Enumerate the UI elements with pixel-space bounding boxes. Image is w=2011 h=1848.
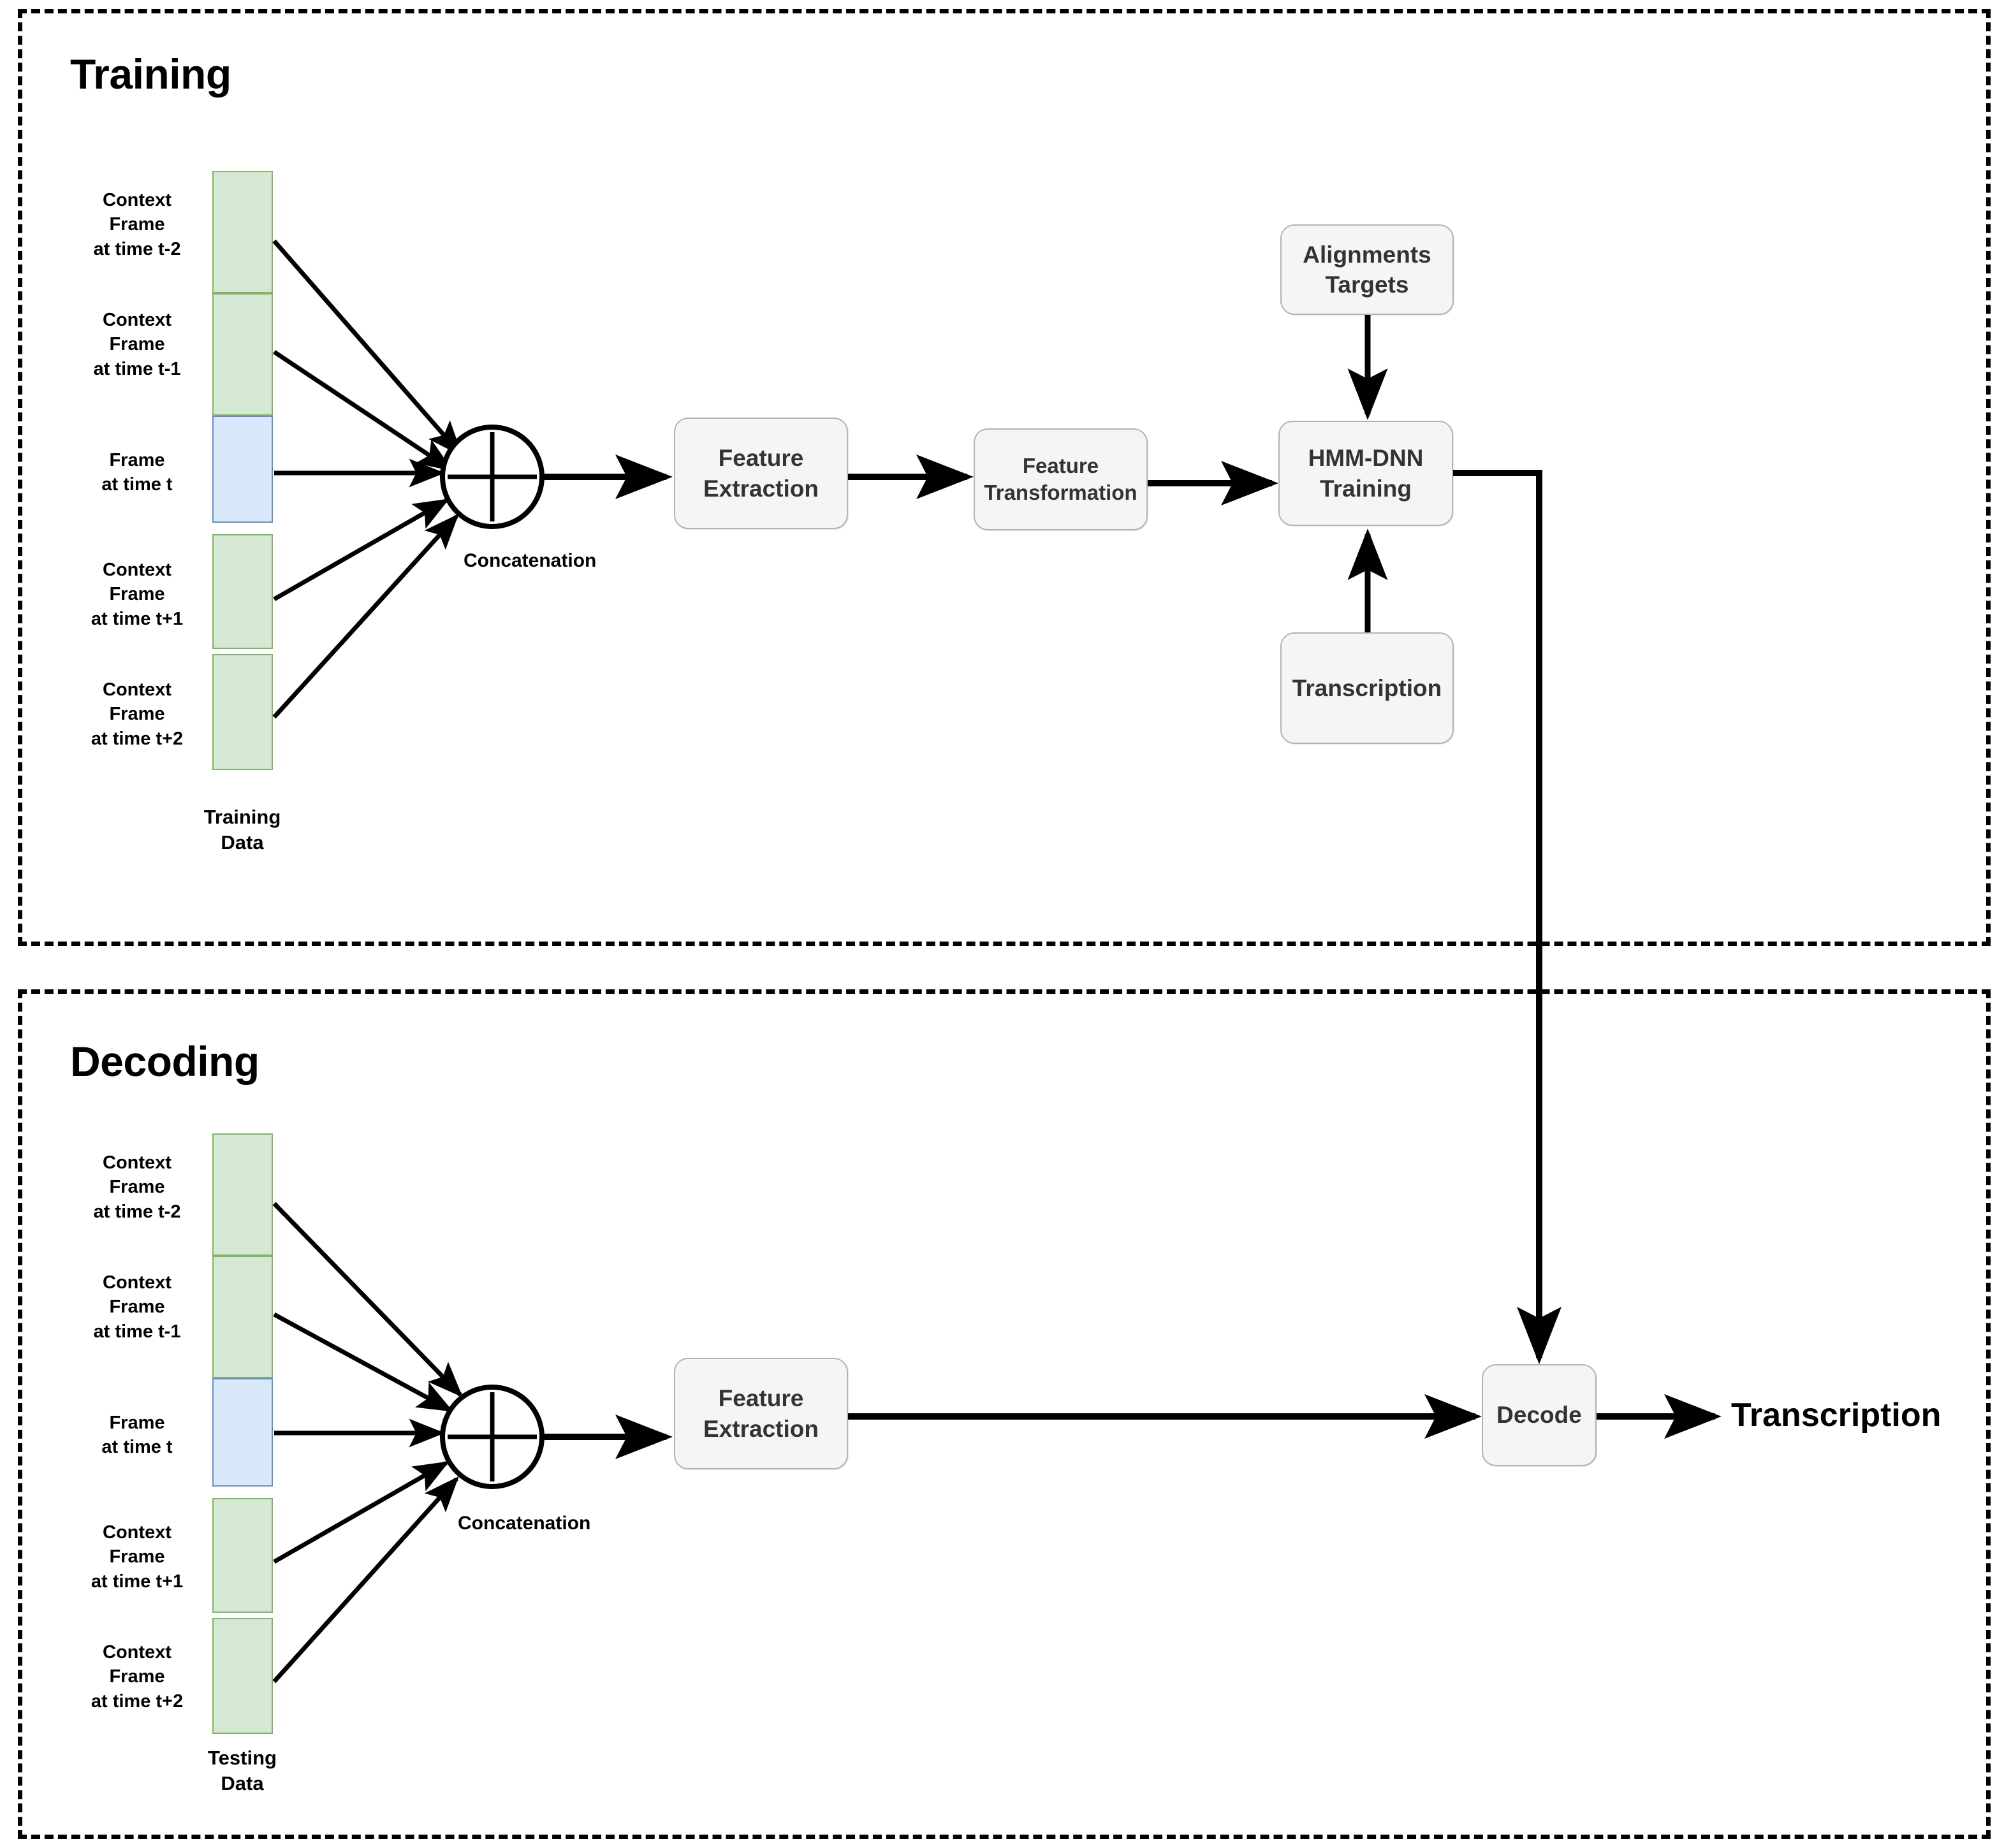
caption-line-1: Testing bbox=[208, 1747, 277, 1769]
label-line-1: Context bbox=[103, 310, 172, 330]
decoding-frame-cell-t-minus-2[interactable] bbox=[212, 1133, 273, 1256]
training-alignments-targets-box[interactable]: Alignments Targets bbox=[1280, 224, 1454, 315]
caption-line-1: Training bbox=[203, 806, 281, 828]
box-line-2: Training bbox=[1320, 475, 1412, 502]
training-feature-transformation-box[interactable]: Feature Transformation bbox=[974, 428, 1148, 530]
decoding-frame-label-t-minus-1: Context Frame at time t-1 bbox=[77, 1270, 198, 1344]
training-transcription-box[interactable]: Transcription bbox=[1280, 632, 1454, 744]
decoding-frame-label-t-plus-1: Context Frame at time t+1 bbox=[77, 1520, 198, 1594]
label-line-2: Frame bbox=[109, 704, 165, 725]
training-frame-label-t-plus-1: Context Frame at time t+1 bbox=[77, 558, 198, 631]
training-frame-label-t: Frame at time t bbox=[77, 448, 198, 497]
training-frame-cell-t-plus-2[interactable] bbox=[212, 654, 273, 770]
label-line-2: Frame bbox=[109, 1666, 165, 1687]
box-line-1: Alignments bbox=[1303, 241, 1431, 268]
decoding-frame-cell-t-plus-1[interactable] bbox=[212, 1498, 273, 1613]
label-line-3: at time t-2 bbox=[93, 1201, 181, 1222]
label-line-3: at time t-1 bbox=[93, 1321, 181, 1342]
training-feature-extraction-box[interactable]: Feature Extraction bbox=[674, 418, 848, 529]
training-frame-label-t-minus-1: Context Frame at time t-1 bbox=[77, 308, 198, 381]
label-line-3: at time t+1 bbox=[91, 1571, 184, 1592]
training-frame-cell-t-minus-1[interactable] bbox=[212, 293, 273, 416]
label-line-1: Context bbox=[103, 560, 172, 580]
box-line-2: Transformation bbox=[984, 481, 1137, 504]
label-line-1: Context bbox=[103, 1522, 172, 1543]
decoding-panel-title: Decoding bbox=[70, 1038, 260, 1085]
caption-line-2: Data bbox=[221, 831, 264, 854]
label-line-3: at time t+2 bbox=[91, 728, 184, 749]
training-panel bbox=[18, 9, 1991, 946]
label-line-2: Frame bbox=[109, 334, 165, 355]
box-line-1: HMM-DNN bbox=[1308, 445, 1424, 472]
decoding-concatenation-label: Concatenation bbox=[458, 1513, 591, 1534]
label-line-1: Frame bbox=[109, 450, 165, 470]
testing-data-caption: Testing Data bbox=[182, 1745, 303, 1797]
box-line-2: Targets bbox=[1325, 272, 1409, 298]
training-frame-label-t-plus-2: Context Frame at time t+2 bbox=[77, 678, 198, 751]
training-hmm-dnn-training-box[interactable]: HMM-DNN Training bbox=[1278, 421, 1453, 526]
training-data-caption: Training Data bbox=[182, 804, 303, 856]
training-concatenation-label: Concatenation bbox=[464, 550, 597, 571]
label-line-2: Frame bbox=[109, 1546, 165, 1568]
decoding-frame-label-t-minus-2: Context Frame at time t-2 bbox=[77, 1151, 198, 1224]
decoding-feature-extraction-box[interactable]: Feature Extraction bbox=[674, 1358, 848, 1469]
label-line-2: Frame bbox=[109, 1177, 165, 1198]
label-line-2: at time t bbox=[101, 474, 173, 495]
label-line-3: at time t-2 bbox=[93, 238, 181, 259]
training-frame-cell-t[interactable] bbox=[212, 416, 273, 523]
label-line-2: at time t bbox=[101, 1437, 173, 1458]
decoding-frame-label-t-plus-2: Context Frame at time t+2 bbox=[77, 1640, 198, 1713]
box-line-1: Feature bbox=[718, 1385, 804, 1412]
box-line-2: Extraction bbox=[703, 1415, 819, 1442]
box-line-1: Feature bbox=[1022, 453, 1099, 477]
training-panel-title: Training bbox=[70, 50, 231, 98]
label-line-1: Context bbox=[103, 680, 172, 700]
box-line-1: Feature bbox=[718, 445, 804, 472]
decoding-frame-cell-t[interactable] bbox=[212, 1378, 273, 1487]
label-line-1: Context bbox=[103, 190, 172, 210]
label-line-1: Context bbox=[103, 1642, 172, 1662]
training-frame-cell-t-plus-1[interactable] bbox=[212, 534, 273, 649]
box-line-2: Extraction bbox=[703, 475, 819, 502]
label-line-3: at time t+1 bbox=[91, 608, 184, 629]
decoding-frame-cell-t-minus-1[interactable] bbox=[212, 1256, 273, 1378]
label-line-3: at time t+2 bbox=[91, 1691, 184, 1712]
label-line-2: Frame bbox=[109, 1297, 165, 1318]
decoding-frame-cell-t-plus-2[interactable] bbox=[212, 1618, 273, 1734]
decoding-panel bbox=[18, 989, 1991, 1839]
box-line-1: Decode bbox=[1496, 1402, 1582, 1429]
label-line-1: Context bbox=[103, 1153, 172, 1173]
training-frame-cell-t-minus-2[interactable] bbox=[212, 171, 273, 293]
decoding-output-transcription-text: Transcription bbox=[1731, 1397, 1942, 1434]
label-line-2: Frame bbox=[109, 584, 165, 605]
label-line-1: Frame bbox=[109, 1413, 165, 1433]
label-line-1: Context bbox=[103, 1272, 172, 1293]
decoding-frame-label-t: Frame at time t bbox=[77, 1411, 198, 1460]
label-line-2: Frame bbox=[109, 214, 165, 235]
label-line-3: at time t-1 bbox=[93, 358, 181, 379]
caption-line-2: Data bbox=[221, 1772, 264, 1795]
training-frame-label-t-minus-2: Context Frame at time t-2 bbox=[77, 188, 198, 261]
decoding-decode-box[interactable]: Decode bbox=[1482, 1364, 1597, 1466]
box-line-1: Transcription bbox=[1292, 674, 1442, 701]
